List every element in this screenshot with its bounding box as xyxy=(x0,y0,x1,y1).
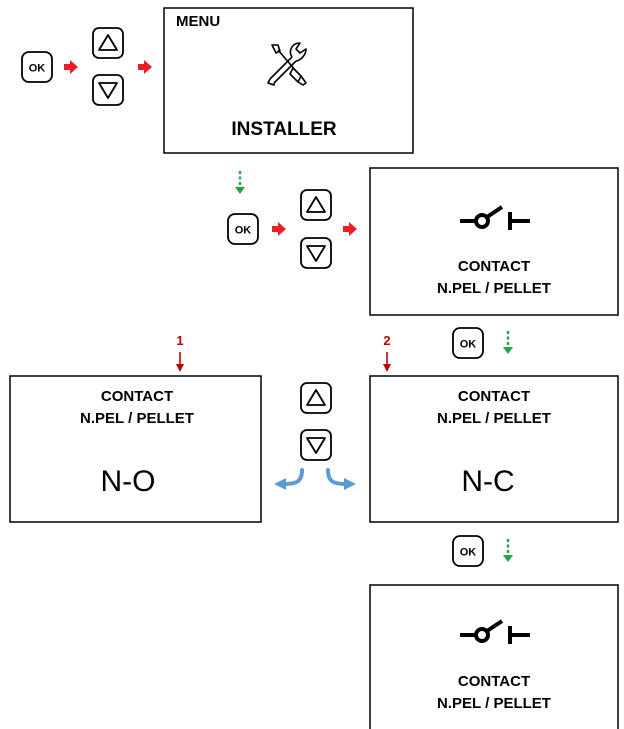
step-marker-2: 2 xyxy=(383,333,391,372)
ok-key-1[interactable]: OK xyxy=(21,51,53,83)
nav-arrow-icon xyxy=(64,60,78,74)
ok-key-label: OK xyxy=(460,339,477,351)
contact-screen-bottom: CONTACT N.PEL / PELLET xyxy=(369,584,619,729)
menu-installer-label: INSTALLER xyxy=(231,119,336,140)
option-nc-line2: N.PEL / PELLET xyxy=(437,410,551,427)
ok-key-label: OK xyxy=(235,225,252,237)
option-screen-no: CONTACT N.PEL / PELLET N-O xyxy=(9,375,262,523)
step-arrow-icon xyxy=(233,169,247,196)
up-key-2[interactable] xyxy=(300,189,332,221)
up-key-1[interactable] xyxy=(92,27,124,59)
ok-key-label: OK xyxy=(29,63,46,75)
step-number-1: 1 xyxy=(176,333,183,348)
up-key-3[interactable] xyxy=(300,382,332,414)
contact-line2: N.PEL / PELLET xyxy=(437,280,551,297)
step-arrow-icon xyxy=(501,537,515,564)
option-nc-value: N-C xyxy=(461,465,514,498)
option-no-line1: CONTACT xyxy=(101,388,173,405)
option-no-line2: N.PEL / PELLET xyxy=(80,410,194,427)
down-key-2[interactable] xyxy=(300,237,332,269)
nav-arrow-icon xyxy=(138,60,152,74)
contact-screen-top: CONTACT N.PEL / PELLET xyxy=(369,167,619,316)
down-key-1[interactable] xyxy=(92,74,124,106)
tools-icon xyxy=(267,42,307,86)
option-no-value: N-O xyxy=(101,465,156,498)
option-screen-nc: CONTACT N.PEL / PELLET N-C xyxy=(369,375,619,523)
ok-key-2[interactable]: OK xyxy=(227,213,259,245)
menu-header: MENU xyxy=(176,13,220,30)
option-nc-line1: CONTACT xyxy=(458,388,530,405)
select-right-arrow-icon xyxy=(326,468,356,490)
contact-line1: CONTACT xyxy=(458,258,530,275)
contact-bottom-line1: CONTACT xyxy=(458,673,530,690)
menu-screen: MENU INSTALLER xyxy=(163,7,414,154)
step-number-2: 2 xyxy=(383,333,390,348)
nav-arrow-icon xyxy=(343,222,357,236)
ok-key-label: OK xyxy=(460,547,477,559)
step-arrow-icon xyxy=(501,329,515,356)
down-key-3[interactable] xyxy=(300,429,332,461)
step-marker-1: 1 xyxy=(176,333,184,372)
contact-bottom-line2: N.PEL / PELLET xyxy=(437,695,551,712)
ok-key-3[interactable]: OK xyxy=(452,327,484,359)
ok-key-4[interactable]: OK xyxy=(452,535,484,567)
nav-arrow-icon xyxy=(272,222,286,236)
select-left-arrow-icon xyxy=(274,468,304,490)
